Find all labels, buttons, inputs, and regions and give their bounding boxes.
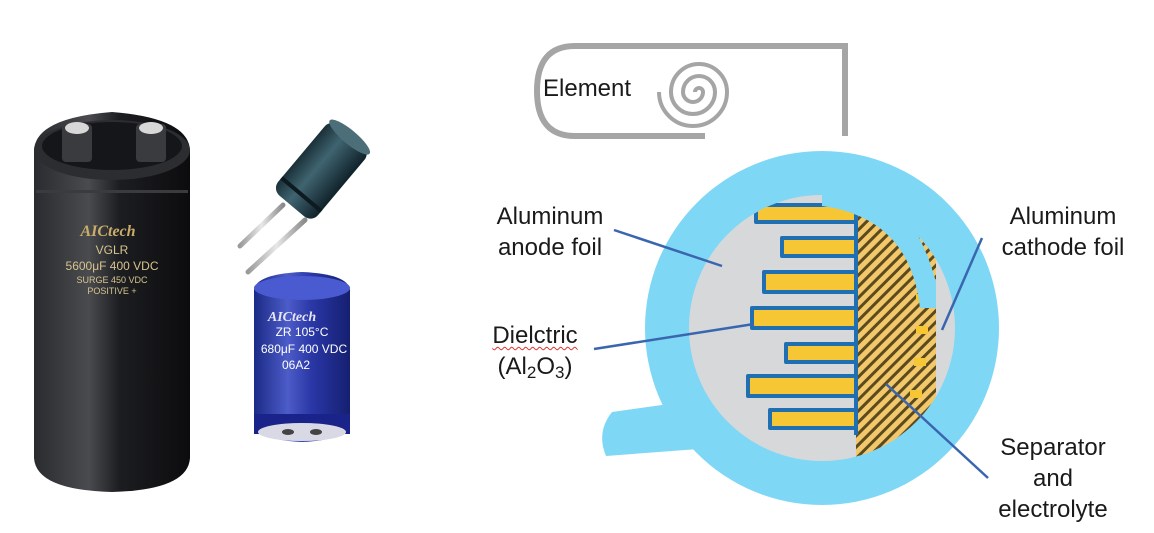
anode-fingers xyxy=(746,203,856,430)
cathode-hook xyxy=(822,188,936,308)
blue-capacitor-photo: AICtech ZR 105°C 680μF 400 VDC 06A2 xyxy=(254,272,350,442)
blue-cap-line-2: 680μF 400 VDC xyxy=(261,342,348,356)
anode-foil-label-line-1: Aluminum xyxy=(496,203,604,230)
large-capacitor-photo: AICtech VGLR 5600μF 400 VDC SURGE 450 VD… xyxy=(34,112,190,492)
large-cap-line-3: SURGE 450 VDC xyxy=(76,275,148,285)
leader-lines xyxy=(593,228,989,479)
blue-cap-line-3: 06A2 xyxy=(282,358,310,372)
formula-sub-1: 2 xyxy=(526,363,537,382)
element-roll xyxy=(533,43,848,139)
large-cap-line-4: POSITIVE + xyxy=(87,286,136,296)
formula-open: (Al xyxy=(497,353,527,380)
large-cap-brand: AICtech xyxy=(79,223,135,240)
cathode-foil-label-line-2: cathode foil xyxy=(1001,234,1125,261)
small-radial-capacitor-photo xyxy=(237,119,371,275)
large-cap-line-2: 5600μF 400 VDC xyxy=(66,259,159,273)
element-label: Element xyxy=(543,75,632,102)
dielectric-formula: (Al2O3) xyxy=(470,351,600,388)
cross-section xyxy=(602,151,999,505)
separator-label-line-3: electrolyte xyxy=(998,496,1108,523)
dielectric-label-line-1: Dielctric xyxy=(492,322,578,349)
formula-mid: O xyxy=(536,353,555,380)
separator-label: Separator and electrolyte xyxy=(978,432,1128,525)
formula-sub-2: 3 xyxy=(555,363,565,382)
cathode-foil-label: Aluminum cathode foil xyxy=(978,201,1148,263)
separator-label-line-1: Separator xyxy=(1000,434,1106,461)
anode-foil-label-line-2: anode foil xyxy=(497,234,603,261)
formula-close: ) xyxy=(564,353,573,380)
spiral-icon xyxy=(657,62,730,128)
dielectric-label: Dielctric (Al2O3) xyxy=(470,320,600,388)
separator-label-line-2: and xyxy=(1032,465,1074,492)
cathode-foil-label-line-1: Aluminum xyxy=(1009,203,1117,230)
blue-cap-brand: AICtech xyxy=(267,310,316,325)
large-cap-line-1: VGLR xyxy=(96,243,129,257)
anode-foil-label: Aluminum anode foil xyxy=(470,201,630,263)
blue-cap-line-1: ZR 105°C xyxy=(276,325,329,339)
